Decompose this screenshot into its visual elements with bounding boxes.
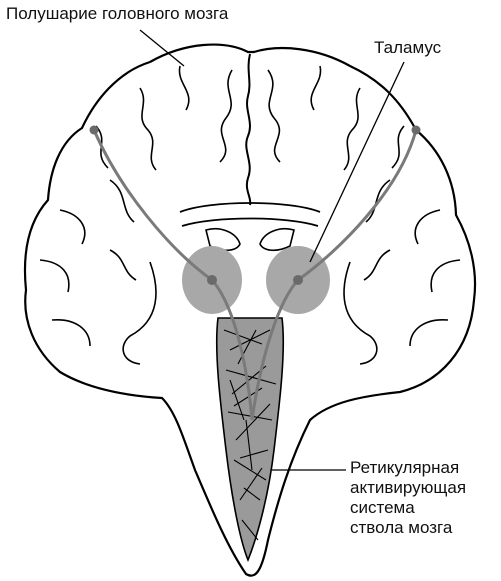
- hemisphere-label: Полушарие головного мозга: [6, 4, 228, 24]
- reticular-system-label: Ретикулярная активирующая система ствола…: [350, 458, 466, 538]
- ras-line-2: активирующая: [350, 478, 466, 498]
- thalamus-label: Таламус: [374, 38, 441, 58]
- ras-line-1: Ретикулярная: [350, 458, 466, 478]
- ras-line-3: система: [350, 498, 466, 518]
- ras-line-4: ствола мозга: [350, 518, 466, 538]
